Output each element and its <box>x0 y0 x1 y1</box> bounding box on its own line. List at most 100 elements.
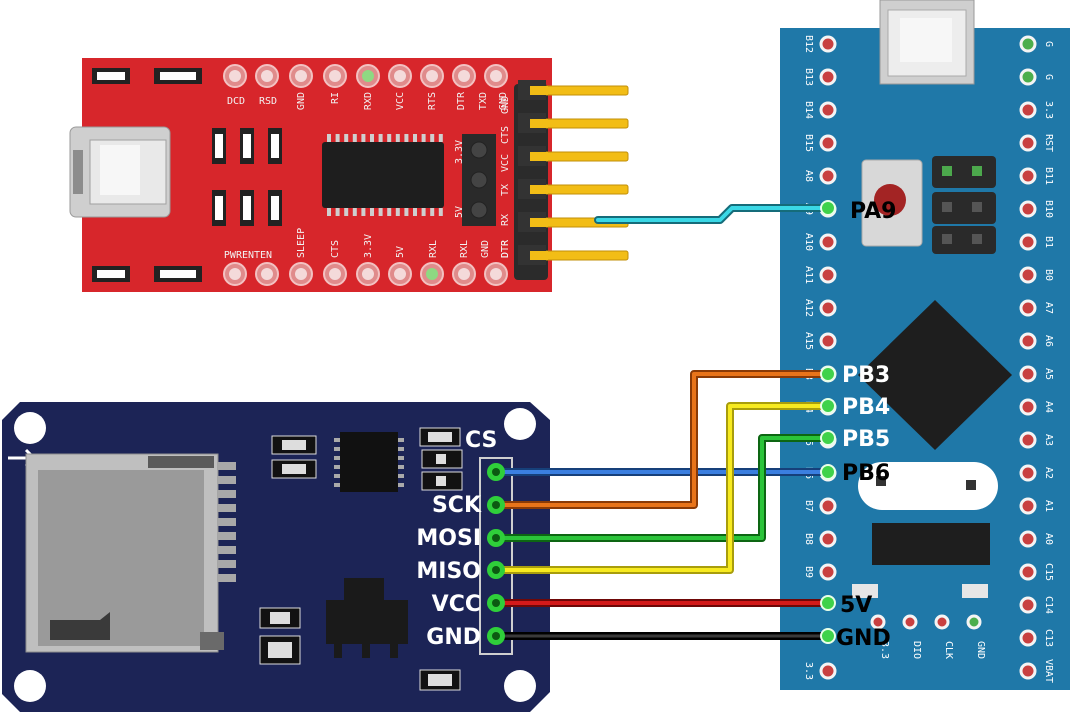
stm-right-pin-b10 <box>1019 200 1037 218</box>
sd-pin-label-gnd: GND <box>426 625 481 650</box>
stm-right-pin-g <box>1019 68 1037 86</box>
stm32-mcu-chip <box>858 300 1012 450</box>
sd-card-slot <box>25 453 236 653</box>
stm-left-pin-b15 <box>819 134 837 152</box>
sd-pin-header <box>479 457 513 655</box>
sd-pin-label-cs: CS <box>465 428 497 453</box>
ftdi-bottom-label-5v: 5V <box>395 246 406 258</box>
stm-bottom-label-gnd: GND <box>975 641 986 659</box>
stm-left-label-b8: B8 <box>803 533 814 545</box>
conn-label-pb6: PB6 <box>842 461 890 486</box>
sd-pin-label-miso: MISO <box>416 559 481 584</box>
stm-bottom-pin-dio <box>902 614 918 630</box>
stm-right-pin-a1 <box>1019 497 1037 515</box>
stm-right-label-b11: B11 <box>1043 167 1054 185</box>
ftdi-bottom-label-3-3v: 3.3V <box>363 234 374 258</box>
regulator-chip <box>872 523 990 565</box>
stm-left-label-a11: A11 <box>803 266 814 284</box>
sd-pin-label-sck: SCK <box>432 493 482 518</box>
stm-right-pin-vbat <box>1019 662 1037 680</box>
stm-left-pin-b14 <box>819 101 837 119</box>
jumper-label-3v3: 3.3V <box>454 140 465 164</box>
stm-left-pin-a15 <box>819 332 837 350</box>
sd-pin-label-group: CS SCK MOSI MISO VCC GND <box>416 428 497 650</box>
stm-left-label-b9: B9 <box>803 566 814 578</box>
ftdi-top-label-rts: RTS <box>427 92 438 110</box>
stm-right-pin-c15 <box>1019 563 1037 581</box>
ftdi-top-label-vcc: VCC <box>395 92 406 110</box>
stm-right-label-c13: C13 <box>1043 629 1054 647</box>
stm-right-pin-3-3 <box>1019 101 1037 119</box>
ftdi-header-label-vcc: VCC <box>500 154 511 172</box>
stm-right-label-a3: A3 <box>1043 434 1054 446</box>
stm-right-label-b10: B10 <box>1043 200 1054 218</box>
wires <box>492 204 832 640</box>
stm-left-pin-a8 <box>819 167 837 185</box>
mount-hole <box>504 670 536 702</box>
ftdi-pin-header <box>514 80 629 280</box>
stm-right-pin-a2 <box>1019 464 1037 482</box>
stm32-board: B12B13B14B15A8A9A10A11A12A15B3B4B5B6B7B8… <box>780 0 1070 690</box>
stm-right-pin-c13 <box>1019 629 1037 647</box>
stm32-usb-connector <box>879 0 975 85</box>
ftdi-ic-chip <box>322 134 444 216</box>
stm-left-label-b12: B12 <box>803 35 814 53</box>
sd-pin-label-mosi: MOSI <box>416 526 481 551</box>
conn-label-pb5: PB5 <box>842 427 890 452</box>
stm-right-label-a1: A1 <box>1043 500 1054 512</box>
conn-label-pb3: PB3 <box>842 363 890 388</box>
stm-left-pin-b13 <box>819 68 837 86</box>
ftdi-top-label-rxd: RXD <box>363 92 374 110</box>
stm-right-pin-g <box>1019 35 1037 53</box>
stm-left-label-a8: A8 <box>803 170 814 182</box>
stm-right-label-rst: RST <box>1043 134 1054 152</box>
stm-connection-labels: PA9 PB3 PB4 PB5 PB6 5V GND <box>836 199 896 651</box>
stm-left-label-a15: A15 <box>803 332 814 350</box>
mount-hole <box>14 670 46 702</box>
stm-left-pin-b9 <box>819 563 837 581</box>
ftdi-top-label-gnd: GND <box>498 92 509 110</box>
stm-right-pin-a4 <box>1019 398 1037 416</box>
ftdi-bottom-label-dtr: DTR <box>500 239 511 258</box>
stm-connected-pin <box>820 398 836 414</box>
jumper-label-5v: 5V <box>454 206 465 218</box>
stm-right-label-c15: C15 <box>1043 563 1054 581</box>
stm-right-pin-c14 <box>1019 596 1037 614</box>
stm-left-pin-b8 <box>819 530 837 548</box>
stm-bottom-pin-3-3 <box>870 614 886 630</box>
boot-jumpers <box>932 156 996 254</box>
stm-right-pin-b0 <box>1019 266 1037 284</box>
mount-hole <box>14 412 46 444</box>
stm-right-label-b0: B0 <box>1043 269 1054 281</box>
sd-voltage-regulator <box>326 578 408 658</box>
ftdi-bottom-label-pwrenten: PWRENTEN <box>224 250 272 261</box>
ftdi-header-label-tx: TX <box>500 184 511 196</box>
stm-right-label-a4: A4 <box>1043 401 1054 413</box>
conn-label-pa9: PA9 <box>850 199 896 224</box>
ftdi-header-label-gnd: GND <box>500 96 511 114</box>
stm-bottom-label-3-3: 3.3 <box>879 641 890 659</box>
stm-right-label-a5: A5 <box>1043 368 1054 380</box>
stm-right-pin-a3 <box>1019 431 1037 449</box>
conn-label-gnd: GND <box>836 626 891 651</box>
stm-connected-pin <box>820 430 836 446</box>
stm-bottom-label-clk: CLK <box>943 641 954 659</box>
mount-hole <box>504 408 536 440</box>
ftdi-bottom-label-rxl: RXL <box>428 240 439 258</box>
ftdi-bottom-label-rxl: RXL <box>459 240 470 258</box>
ftdi-top-label-ri: RI <box>330 92 341 104</box>
ftdi-header-label-dtr: DTR <box>500 239 511 258</box>
ftdi-bottom-label-cts: CTS <box>330 240 341 258</box>
stm-connected-pin <box>820 595 836 611</box>
stm-right-label-a7: A7 <box>1043 302 1054 314</box>
ftdi-bottom-label-sleep: SLEEP <box>296 228 307 258</box>
stm-left-label-b13: B13 <box>803 68 814 86</box>
stm-right-label-g: G <box>1043 41 1054 47</box>
stm-left-label-b7: B7 <box>803 500 814 512</box>
stm-connected-pin <box>820 628 836 644</box>
stm-bottom-pin-clk <box>934 614 950 630</box>
stm-right-label-3-3: 3.3 <box>1043 101 1054 119</box>
stm-right-label-a6: A6 <box>1043 335 1054 347</box>
stm-right-label-vbat: VBAT <box>1043 659 1054 683</box>
